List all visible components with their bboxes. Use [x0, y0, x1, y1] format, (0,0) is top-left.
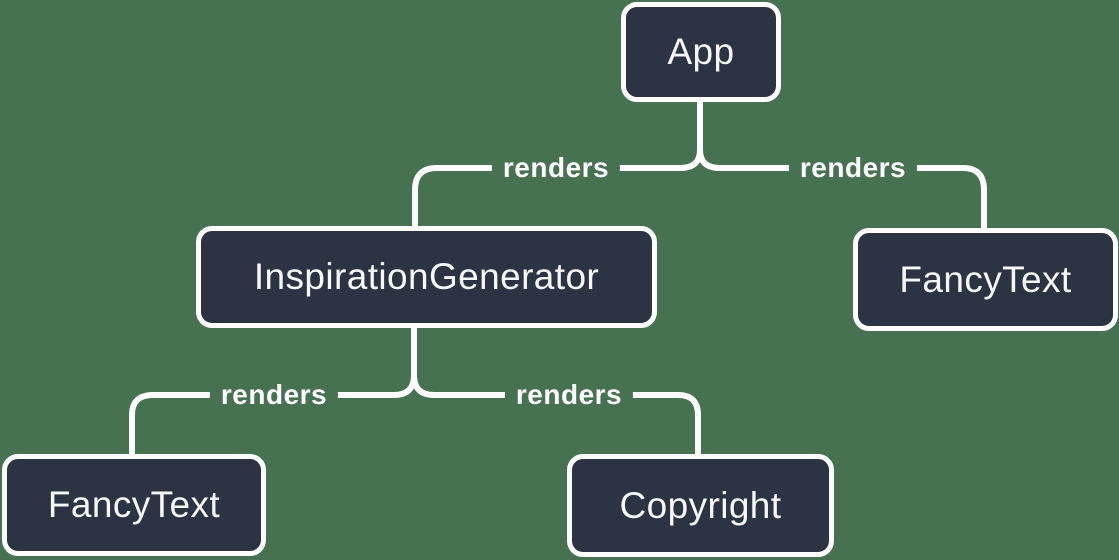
node-app-label: App	[667, 31, 735, 72]
edge-label-renders-app-inspiration-generator: renders	[491, 151, 621, 185]
edge-label-renders-app-fancy-text: renders	[788, 151, 918, 185]
edge-label-renders-inspiration-generator-fancy-text: renders	[209, 378, 339, 412]
edge-label-renders-inspiration-generator-copyright: renders	[504, 378, 634, 412]
node-copyright: Copyright	[567, 454, 834, 557]
node-inspiration-generator: InspirationGenerator	[196, 226, 657, 328]
node-fancy-text-left-label: FancyText	[47, 484, 221, 525]
node-fancy-text-right: FancyText	[853, 228, 1118, 331]
node-app: App	[621, 2, 781, 102]
node-copyright-label: Copyright	[619, 484, 782, 526]
node-fancy-text-right-label: FancyText	[899, 258, 1072, 300]
node-inspiration-generator-label: InspirationGenerator	[253, 256, 600, 297]
node-fancy-text-left: FancyText	[2, 454, 266, 556]
